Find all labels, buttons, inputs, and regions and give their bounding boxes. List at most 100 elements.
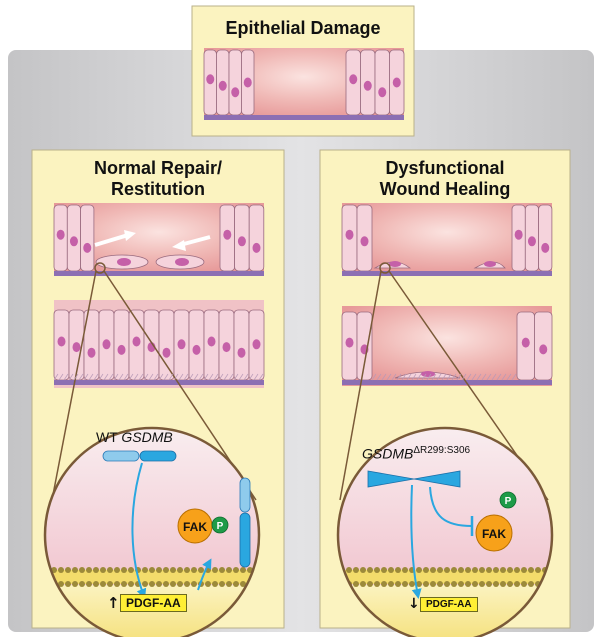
lipid-head [472,581,478,587]
cell-nucleus [162,347,171,358]
phospho-badge-free [499,491,517,509]
receptor-lower [239,512,251,568]
basement-membrane [204,115,404,120]
cell-nucleus [72,342,81,353]
epithelial-cell [374,49,390,116]
pdgf-aa-dysfunctional: PDGF-AA [420,597,478,612]
gsdmb-n-domain [102,450,140,462]
cell-nucleus [102,339,111,350]
lipid-head [500,581,506,587]
lipid-head [493,581,499,587]
lipid-head [395,567,401,573]
lipid-head [177,581,183,587]
lipid-head [444,581,450,587]
lipid-head [170,567,176,573]
lipid-head [233,581,239,587]
lipid-head [465,567,471,573]
epithelial-cell [233,309,250,381]
lipid-head [437,581,443,587]
lipid-bilayer [338,570,552,584]
normal-epithelium-wound [53,203,265,276]
cell-nucleus [349,74,358,85]
pdgf-up-arrow: ↑ [107,594,120,612]
lipid-head [121,581,127,587]
normal-title-line1: Normal Repair/ [93,158,223,178]
lipid-head [65,581,71,587]
lipid-head [219,567,225,573]
lipid-head [388,581,394,587]
lipid-head [521,567,527,573]
cell-nucleus [207,336,216,347]
lipid-head [507,567,513,573]
lipid-head [86,567,92,573]
lipid-head [514,581,520,587]
lipid-head [226,567,232,573]
damage-epithelium [203,48,405,120]
cell-nucleus [252,242,261,253]
lipid-head [72,567,78,573]
lipid-head [360,581,366,587]
wt-prefix: WT [96,429,118,445]
lipid-head [402,581,408,587]
lipid-head [402,567,408,573]
lipid-head [191,567,197,573]
fak-label: FAK [183,520,207,534]
lipid-head [100,567,106,573]
lipid-head [184,567,190,573]
dysfunctional-epithelium-wound [341,203,553,276]
lipid-head [486,581,492,587]
variant-deletion: ΔR299:S306 [413,445,471,456]
lipid-head [381,581,387,587]
lipid-head [514,567,520,573]
lipid-head [381,567,387,573]
lipid-head [423,581,429,587]
cell-nucleus [231,87,240,98]
lipid-head [423,567,429,573]
lipid-head [226,581,232,587]
pdgf-to-fak-arrow [197,558,212,591]
normal-title-line2: Restitution [111,179,205,199]
lipid-head [493,567,499,573]
fak-node-dysfunctional [475,514,513,552]
cell-nucleus [252,339,261,350]
lipid-head [156,581,162,587]
lipid-head [121,567,127,573]
lipid-head [528,567,534,573]
lipid-head [353,581,359,587]
lipid-head [93,581,99,587]
lipid-head [198,567,204,573]
cell-nucleus [237,347,246,358]
lipid-head [58,567,64,573]
lipid-head [128,567,134,573]
lipid-head [79,567,85,573]
lipid-head [65,567,71,573]
lipid-head [430,581,436,587]
receptor-upper [239,477,251,513]
lipid-head [374,581,380,587]
lipid-head [212,581,218,587]
lipid-head [388,567,394,573]
cell-nucleus [345,337,354,348]
lipid-head [451,581,457,587]
lipid-head [149,581,155,587]
lipid-head [114,567,120,573]
lipid-head [107,567,113,573]
damage-title: Epithelial Damage [192,18,414,39]
cell-nucleus [192,344,201,355]
lipid-head [156,567,162,573]
epithelial-cell [248,204,265,272]
lipid-head [346,567,352,573]
lipid-bilayer [45,570,259,584]
cell-nucleus [392,77,401,88]
pdgf-aa-normal: PDGF-AA [120,594,187,612]
cell-nucleus [360,236,369,247]
lipid-head [367,567,373,573]
lipid-head [458,581,464,587]
epithelial-cell [228,49,242,116]
lipid-head [395,581,401,587]
lipid-head [409,581,415,587]
variant-gsdmb-label: GSDMBΔR299:S306 [362,445,470,462]
cell-nucleus [223,229,232,240]
lipid-head [142,567,148,573]
